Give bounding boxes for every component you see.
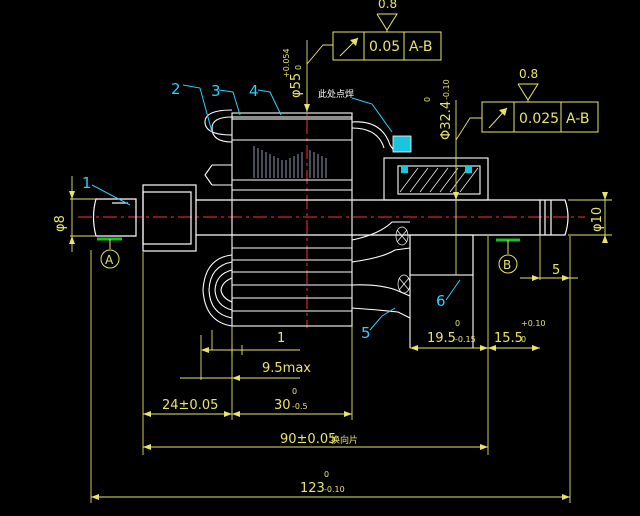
roughness-right-value: 0.8 [519, 67, 538, 81]
roughness-top: 0.8 [376, 0, 398, 32]
dim-15-5-upper: +0.10 [521, 319, 546, 328]
leader-6 [445, 279, 461, 301]
callout-6: 6 [436, 292, 446, 310]
commutator-hatching [399, 167, 479, 193]
weld-pad-highlight [392, 135, 412, 153]
left-bushing-inner [142, 191, 192, 245]
callout-5: 5 [361, 324, 371, 342]
right-journal [539, 199, 569, 236]
dim-123-lower: -0.10 [324, 485, 345, 494]
callout-2: 2 [171, 80, 181, 98]
coil-end-upper-2 [211, 116, 233, 143]
dim-30: 30 [274, 398, 291, 413]
dim-123-upper: 0 [324, 470, 329, 479]
knurl-lower [397, 274, 411, 294]
coil-end-lower-2 [208, 261, 233, 319]
coil-end-upper-1 [204, 109, 233, 136]
core-top-plate [231, 112, 353, 120]
dim-24: 24±0.05 [162, 398, 218, 413]
dim-90: 90±0.05 [280, 432, 336, 447]
coil-end-lower-4 [220, 277, 233, 303]
coil-end-lower-1 [202, 254, 233, 327]
dim-phi8: φ8 [53, 215, 68, 232]
left-coil-ends [202, 109, 233, 327]
leader-weld-note [351, 97, 393, 133]
dim-phi55-lower: 0 [294, 65, 303, 70]
weld-marker-right [465, 166, 472, 173]
dim-90-note: 换向片 [331, 434, 358, 446]
left-journal [92, 198, 137, 237]
lead-wire-lower-1 [351, 221, 410, 241]
leader-1 [91, 184, 131, 206]
datum-b-symbol: B [496, 238, 520, 274]
leader-3 [218, 89, 241, 116]
dim-phi55: φ55 [289, 73, 304, 98]
tolerance-frame-right: 0.025 A-B [481, 101, 599, 133]
roughness-right: 0.8 [517, 67, 539, 102]
weld-note: 此处点焊 [318, 88, 354, 100]
callout-3: 3 [211, 82, 221, 100]
leader-5 [369, 307, 396, 331]
datum-b-label: B [503, 258, 511, 272]
lead-wire-upper [351, 121, 396, 153]
dim-phi32-lower: -0.10 [442, 79, 451, 100]
arrowheads [69, 104, 608, 500]
frame-right-value: 0.025 [519, 111, 559, 127]
knurl-upper [395, 226, 409, 246]
callout-4: 4 [249, 82, 259, 100]
lead-wire-lower-3 [351, 284, 411, 297]
callout-numbers: 1 2 3 4 5 6 [82, 80, 446, 342]
commutator-insulator [397, 165, 481, 195]
dim-5: 5 [552, 263, 560, 278]
dim-123: 123 [300, 481, 325, 496]
dim-9-5max: 9.5max [262, 361, 311, 376]
frame-top-value: 0.05 [369, 39, 400, 55]
winding-hatch [253, 146, 327, 178]
lead-wire-upper-2 [351, 127, 385, 149]
knurl-marks [395, 226, 411, 294]
dim-30-upper: 0 [292, 387, 297, 396]
dimension-lines [70, 40, 612, 503]
dim-1: 1 [277, 331, 285, 346]
dim-phi10: φ10 [590, 207, 605, 232]
dim-phi32: Φ32.4 [439, 101, 454, 140]
dim-phi32-upper: 0 [423, 97, 432, 102]
dim-19-5: 19.5 [427, 331, 456, 346]
callout-leaders [91, 84, 461, 331]
coil-end-lower-3 [214, 269, 233, 311]
coil-tie-3 [204, 164, 213, 186]
leader-4 [257, 89, 282, 116]
datum-a-label: A [105, 253, 114, 267]
frame-top-datum: A-B [409, 39, 432, 55]
armature-core [231, 112, 353, 327]
centerlines [78, 95, 585, 328]
weld-marker-left [401, 166, 408, 173]
core-outline [231, 116, 353, 327]
roughness-top-value: 0.8 [378, 0, 397, 11]
dim-19-5-lower: -0.15 [455, 335, 476, 344]
dim-19-5-upper: 0 [455, 319, 460, 328]
commutator-assembly [351, 121, 489, 348]
dim-15-5-lower: 0 [521, 335, 526, 344]
dim-phi55-upper: +0.054 [282, 48, 291, 78]
lead-wire-lower-2 [351, 247, 411, 263]
leader-2 [182, 84, 213, 133]
tolerance-frame-top: 0.05 A-B [332, 31, 442, 61]
dim-30-lower: -0.5 [292, 402, 308, 411]
datum-a-symbol: A [97, 237, 122, 269]
lead-wire-lower-4 [351, 307, 411, 319]
dimension-texts: φ8 φ10 φ55 +0.054 0 Φ32.4 0 -0.10 5 1 9.… [53, 48, 605, 496]
dim-15-5: 15.5 [494, 331, 523, 346]
callout-1: 1 [82, 174, 92, 192]
frame-right-datum: A-B [566, 111, 589, 127]
